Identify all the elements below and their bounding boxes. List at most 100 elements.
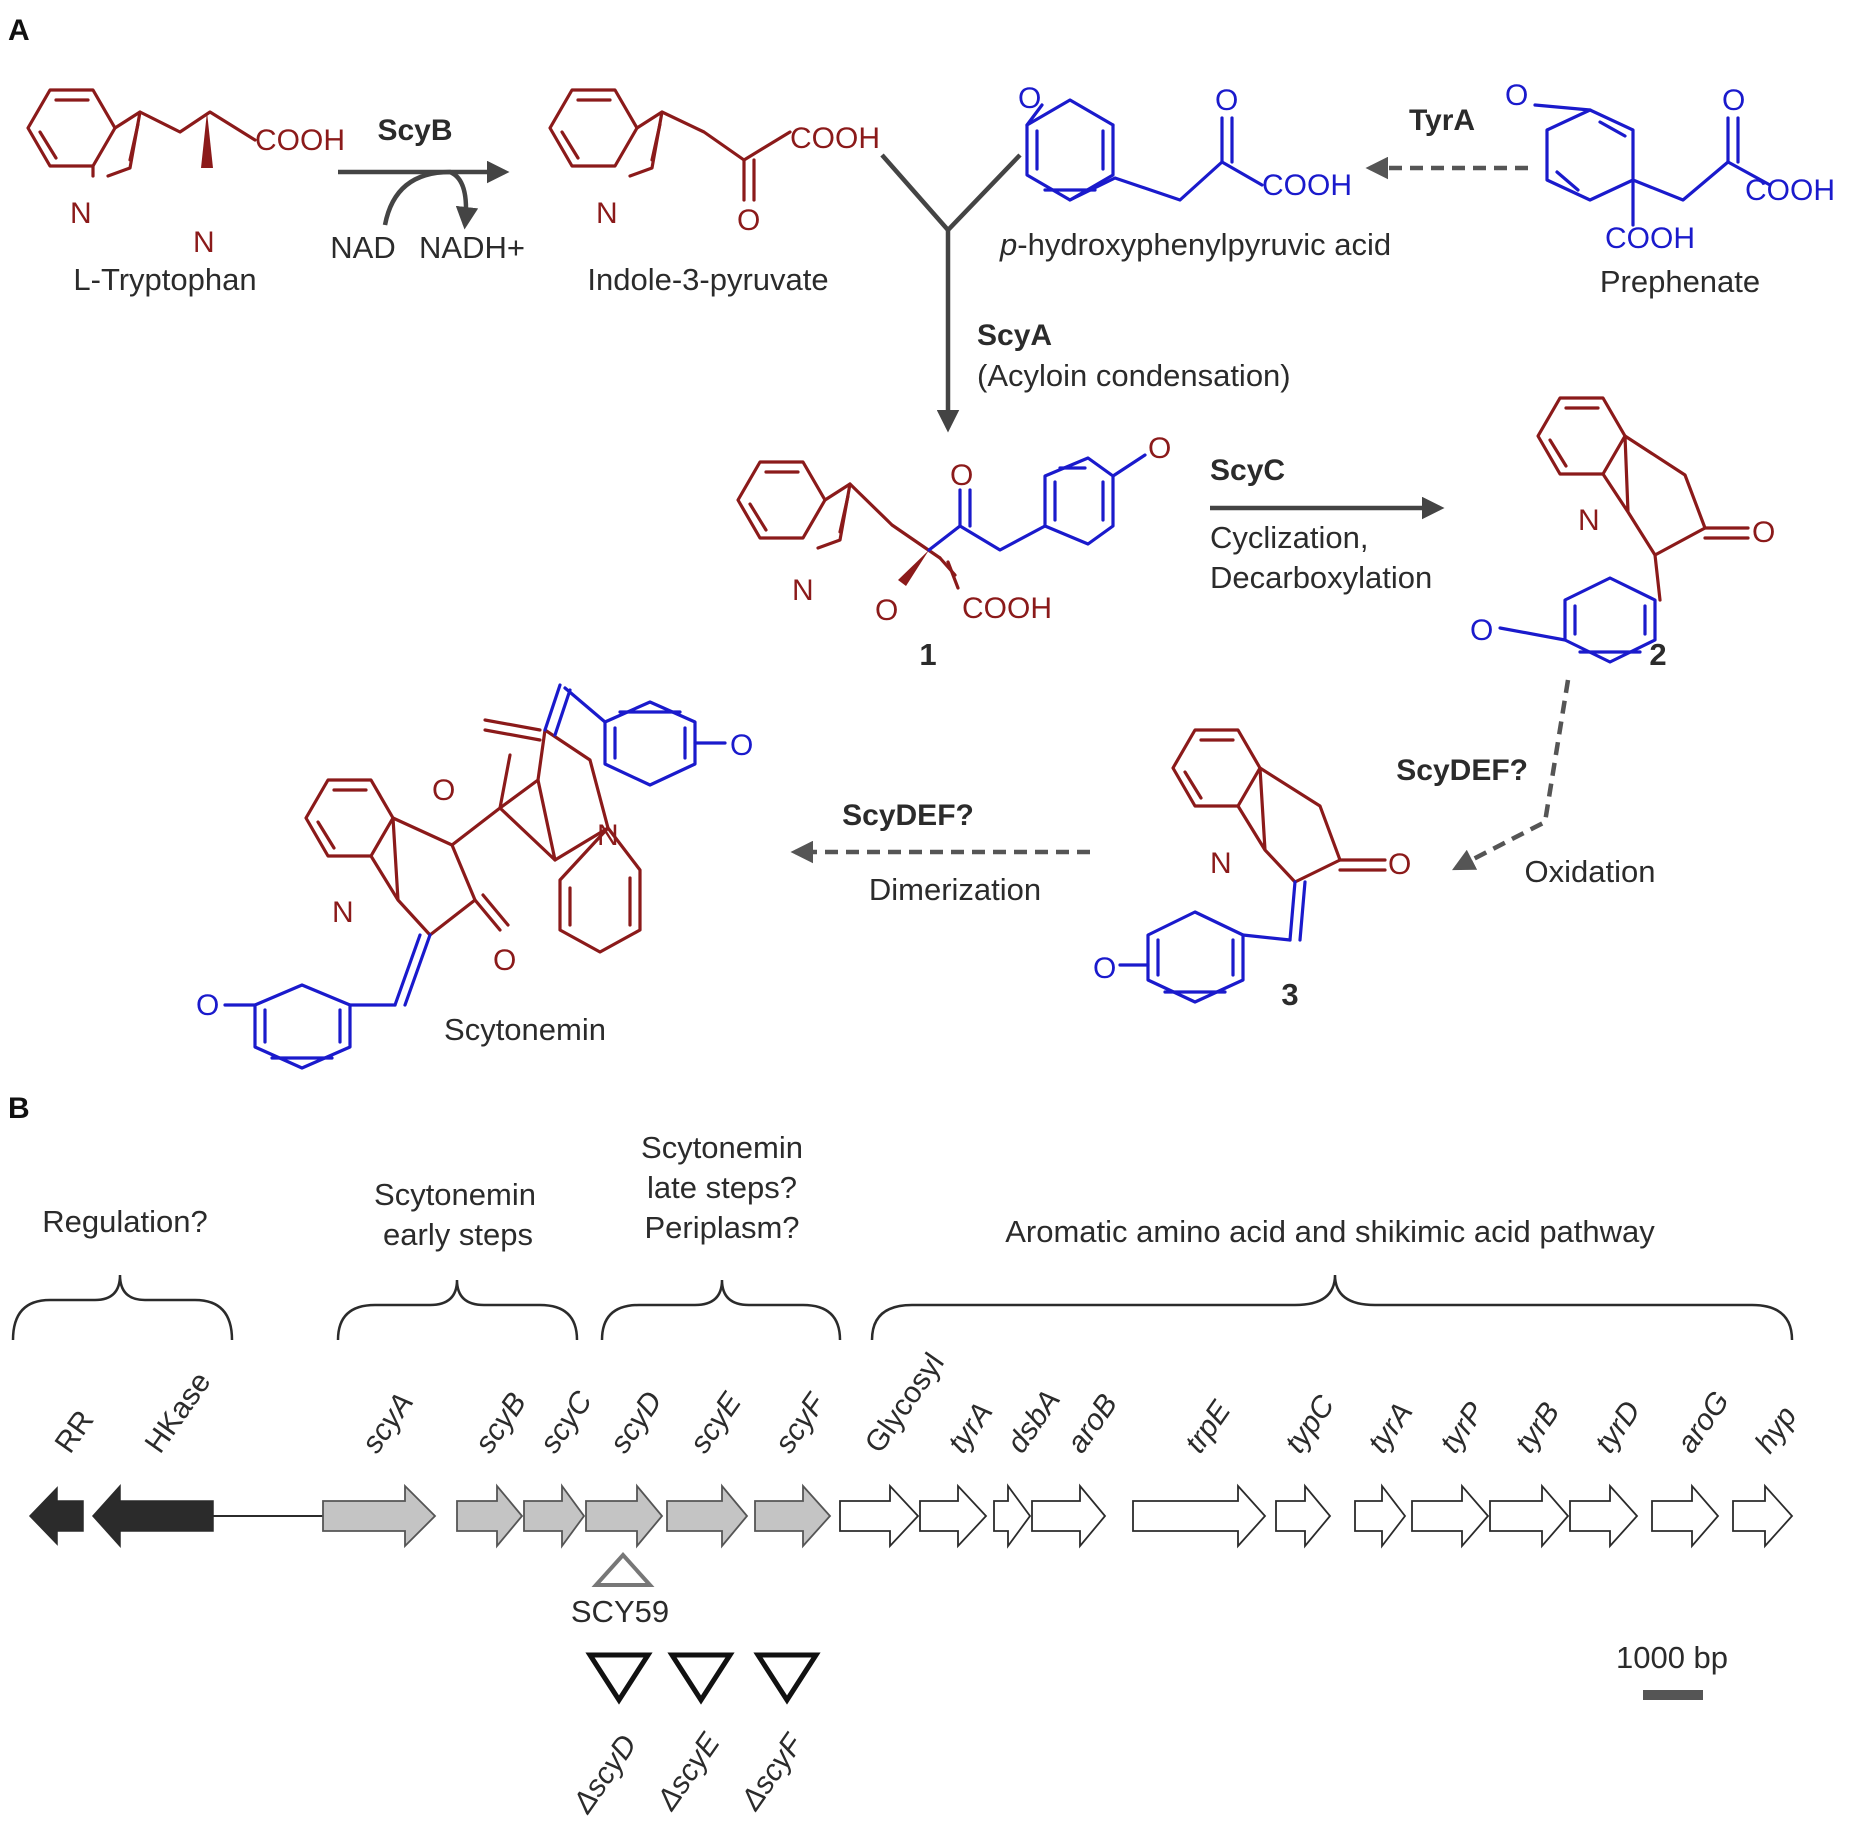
oxidation-arrow: [1452, 679, 1571, 871]
indole-pyruvate-structure: N O COOH: [548, 88, 880, 237]
hppa-keto-o: O: [1215, 84, 1238, 117]
nad-curve-arrow: [382, 169, 479, 230]
ipy-cooh: COOH: [790, 122, 880, 155]
scy-keto-o-2: O: [493, 944, 516, 977]
gene-arrow-tyrp: [1411, 1483, 1490, 1549]
gene-name-scyf: scyF: [769, 1387, 833, 1459]
gene-arrow-hyp: [1732, 1483, 1794, 1549]
c2-keto-o: O: [1752, 516, 1775, 549]
gene-name-rr: RR: [49, 1405, 101, 1459]
deletion-marker-scyf: [753, 1652, 821, 1705]
prephenate-structure: O O COOH COOH: [1505, 79, 1835, 255]
gene-name-tyra-2: tyrA: [1362, 1396, 1420, 1459]
gene-arrow-glycosyl: [839, 1483, 920, 1549]
preph-keto-o: O: [1722, 84, 1745, 117]
tryptophan-structure: N N COOH: [26, 88, 345, 259]
scy59-insertion-marker: [591, 1552, 655, 1587]
group-early-title-2: early steps: [383, 1217, 533, 1252]
scy-phenol-o-2: O: [730, 729, 753, 762]
gene-name-scyd: scyD: [604, 1385, 669, 1459]
nadh-label: NADH+: [419, 230, 525, 265]
gene-arrow-scyc: [523, 1483, 586, 1549]
gene-name-arog: aroG: [1671, 1385, 1736, 1459]
gene-name-scyc: scyC: [534, 1385, 599, 1459]
gene-arrow-scyd: [585, 1483, 664, 1549]
gene-arrow-arob: [1031, 1483, 1107, 1549]
compound-3-structure: N O O: [1093, 728, 1411, 1004]
scya-note: (Acyloin condensation): [977, 358, 1291, 393]
gene-arrow-scyf: [754, 1483, 832, 1549]
scydef-oxidation-enzyme: ScyDEF?: [1396, 754, 1528, 787]
panel-a-label: A: [8, 14, 30, 47]
scy59-label: SCY59: [571, 1594, 669, 1629]
panel-b-label: B: [8, 1092, 30, 1125]
scyc-enzyme: ScyC: [1210, 454, 1285, 487]
scya-y-merge: [880, 153, 1022, 234]
indole-pyruvate-label: Indole-3-pyruvate: [587, 262, 828, 297]
mutant-label-scye: ΔscyE: [650, 1727, 727, 1817]
scy-phenol-o-1: O: [196, 989, 219, 1022]
gene-name-tyrb: tyrB: [1509, 1396, 1567, 1459]
c1-oh-atom: O: [875, 594, 898, 627]
gene-arrows: [28, 1483, 1794, 1549]
gene-name-dsba: dsbA: [1001, 1384, 1067, 1459]
c2-phenol-o: O: [1470, 614, 1493, 647]
gene-name-hkase: HKase: [139, 1366, 218, 1459]
group-late-title-3: Periplasm?: [644, 1210, 799, 1245]
gene-arrow-dsba: [993, 1483, 1032, 1549]
gene-name-scyb: scyB: [469, 1387, 533, 1459]
gene-arrow-scye: [666, 1483, 749, 1549]
group-regulation-title: Regulation?: [42, 1204, 207, 1239]
scyb-enzyme: ScyB: [377, 114, 452, 147]
prephenate-label: Prephenate: [1600, 264, 1760, 299]
c3-keto-o: O: [1388, 848, 1411, 881]
c1-n-atom: N: [792, 574, 814, 607]
hppa-label-italic: p: [999, 227, 1017, 262]
gene-arrow-arog: [1651, 1483, 1720, 1549]
gene-arrow-tyra-2: [1354, 1483, 1407, 1549]
compound-2-structure: N O O: [1470, 396, 1775, 664]
scyc-note-1: Cyclization,: [1210, 520, 1369, 555]
trp-cooh: COOH: [255, 124, 345, 157]
oxidation-label: Oxidation: [1525, 854, 1656, 889]
c3-phenol-o: O: [1093, 952, 1116, 985]
scale-bar-label: 1000 bp: [1616, 1640, 1728, 1675]
deletion-marker-scye: [667, 1652, 735, 1705]
hppa-o-atom: O: [1018, 82, 1041, 115]
gene-arrow-typc: [1275, 1483, 1332, 1549]
gene-name-hyp: hyp: [1749, 1400, 1804, 1459]
brace-regulation: [11, 1274, 234, 1341]
gene-name-glycosyl: Glycosyl: [859, 1347, 951, 1459]
compound-3-label: 3: [1281, 977, 1298, 1012]
c2-n-atom: N: [1578, 504, 1600, 537]
c3-n-atom: N: [1210, 847, 1232, 880]
deletion-marker-scyd: [585, 1652, 653, 1705]
tryptophan-label: L-Tryptophan: [73, 262, 256, 297]
gene-name-tyrp: tyrP: [1434, 1396, 1492, 1459]
dimerization-label: Dimerization: [869, 872, 1041, 907]
gene-arrow-scya: [322, 1483, 437, 1549]
gene-arrow-hkase: [91, 1484, 214, 1548]
ipy-n-atom: N: [596, 197, 618, 230]
gene-arrow-tyrb: [1489, 1483, 1570, 1549]
brace-early: [336, 1279, 579, 1341]
c1-phenol-o: O: [1148, 432, 1171, 465]
c1-keto-o: O: [950, 459, 973, 492]
deletion-markers: ΔscyD ΔscyE ΔscyF: [566, 1652, 821, 1820]
gene-name-tyrd: tyrD: [1589, 1395, 1648, 1459]
group-late-title-2: late steps?: [647, 1170, 797, 1205]
hppa-label: p-hydroxyphenylpyruvic acid: [999, 227, 1391, 262]
scy-n-atom-1: N: [332, 896, 354, 929]
gene-arrow-trpe: [1132, 1483, 1267, 1549]
ipy-o-atom: O: [737, 204, 760, 237]
group-aromatic-title: Aromatic amino acid and shikimic acid pa…: [1005, 1214, 1655, 1249]
scytonemin-label: Scytonemin: [444, 1012, 606, 1047]
compound-1-structure: N O COOH O O: [736, 432, 1171, 627]
preph-o-atom: O: [1505, 79, 1528, 112]
scytonemin-structure: N N O O O O: [196, 683, 753, 1070]
brace-late: [600, 1279, 842, 1341]
gene-arrow-rr: [28, 1486, 84, 1546]
group-early-title-1: Scytonemin: [374, 1177, 536, 1212]
gene-name-typc: typC: [1279, 1389, 1342, 1459]
